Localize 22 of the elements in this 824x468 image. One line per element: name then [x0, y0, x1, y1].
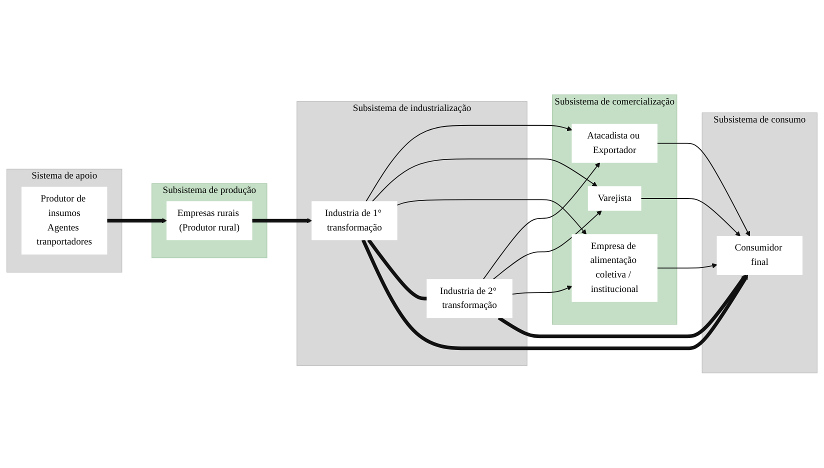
node-box: Empresas rurais (Produtor rural): [166, 201, 252, 240]
node-box: Produtor de insumos Agentes tranportadores: [22, 186, 108, 255]
arrow: [482, 162, 600, 280]
arrow: [106, 218, 168, 224]
arrow: [656, 263, 718, 269]
connector: [367, 238, 427, 301]
arrow: [492, 210, 602, 280]
arrow: [512, 286, 572, 295]
arrow: [252, 218, 312, 224]
arrow: [656, 143, 750, 237]
arrow: [361, 239, 748, 350]
arrow: [396, 199, 587, 235]
node-box: Varejista: [588, 186, 642, 211]
node-box: Industria de 2° transformação: [426, 279, 512, 318]
arrow: [366, 125, 572, 202]
arrow: [372, 158, 598, 202]
node-box: Atacadista ou Exportador: [572, 124, 658, 163]
node-box: Consumidor final: [716, 236, 802, 276]
node-box: Industria de 1° transformação: [312, 201, 398, 240]
arrow: [498, 274, 746, 338]
node-box: Empresa de alimentação coletiva / institucional: [572, 234, 658, 302]
arrow: [640, 198, 740, 237]
